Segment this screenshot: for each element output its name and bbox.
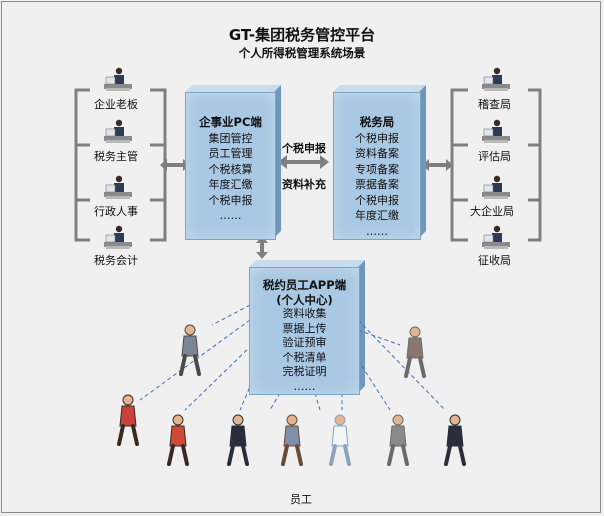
inspection-bureau-desk-icon bbox=[481, 67, 511, 92]
enterprise-pc-box: 企事业PC端 集团管控 员工管理 个税核算 年度汇缴 个税申报 …… bbox=[185, 92, 276, 240]
vertical-arrow bbox=[256, 236, 268, 259]
diagram-subtitle: 个人所得税管理系统场景 bbox=[238, 46, 366, 60]
app-item: 票据上传 bbox=[282, 321, 327, 335]
employee-app-box: 税约员工APP端 (个人中心) 资料收集 票据上传 验证预审 个税清单 完税证明… bbox=[249, 267, 360, 395]
pc-item: 个税申报 bbox=[208, 193, 253, 207]
role-label-hr: 行政人事 bbox=[94, 205, 138, 218]
app-item: 完税证明 bbox=[282, 365, 327, 378]
boss-desk-icon bbox=[103, 67, 133, 92]
arrow-label-declare: 个税申报 bbox=[282, 142, 326, 155]
tax-item: 票据备案 bbox=[355, 178, 399, 191]
tax-item: 专项备案 bbox=[355, 162, 399, 176]
right-arrow bbox=[422, 159, 453, 171]
pc-item: 年度汇缴 bbox=[208, 178, 253, 191]
pc-item: 员工管理 bbox=[208, 147, 253, 160]
arrow-label-supplement: 资料补充 bbox=[282, 178, 326, 191]
app-item: 验证预审 bbox=[282, 336, 327, 349]
role-label-collection-bureau: 征收局 bbox=[478, 254, 511, 267]
role-label-boss: 企业老板 bbox=[94, 98, 138, 111]
pc-item: 集团管控 bbox=[208, 131, 253, 145]
role-label-evaluation-bureau: 评估局 bbox=[478, 150, 511, 163]
pc-item: …… bbox=[219, 209, 242, 222]
collection-bureau-desk-icon bbox=[481, 225, 511, 250]
tax-manager-desk-icon bbox=[103, 119, 133, 144]
accountant-desk-icon bbox=[103, 225, 133, 250]
role-label-accountant: 税务会计 bbox=[94, 254, 138, 267]
left-arrow bbox=[160, 159, 190, 171]
role-label-inspection-bureau: 稽查局 bbox=[478, 98, 511, 111]
tax-item: 个税申报 bbox=[355, 131, 399, 145]
center-double-arrow bbox=[278, 155, 329, 169]
enterprise-pc-title: 企事业PC端 bbox=[199, 115, 262, 129]
tax-bureau-box: 税务局 个税申报 资料备案 专项备案 票据备案 个税申报 年度汇缴 …… bbox=[333, 92, 421, 240]
tax-item: …… bbox=[366, 224, 388, 238]
employee-connections bbox=[139, 304, 446, 411]
tax-item: 年度汇缴 bbox=[355, 209, 399, 222]
app-item: 资料收集 bbox=[282, 307, 327, 320]
app-item: 个税清单 bbox=[282, 350, 327, 364]
employee-app-subtitle: (个人中心) bbox=[276, 292, 333, 307]
role-label-large-enterprise-bureau: 大企业局 bbox=[470, 205, 514, 218]
tax-bureau-title: 税务局 bbox=[359, 115, 395, 129]
diagram-title: GT-集团税务管控平台 bbox=[228, 26, 376, 44]
hr-desk-icon bbox=[103, 175, 133, 200]
evaluation-bureau-desk-icon bbox=[481, 119, 511, 144]
employees-label: 员工 bbox=[290, 493, 312, 506]
tax-item: 个税申报 bbox=[355, 193, 399, 207]
tax-item: 资料备案 bbox=[355, 147, 399, 160]
employee-app-title: 税约员工APP端 bbox=[262, 278, 347, 292]
app-item: …… bbox=[293, 379, 316, 393]
large-enterprise-bureau-desk-icon bbox=[481, 175, 511, 200]
role-label-tax-manager: 税务主管 bbox=[94, 150, 138, 163]
pc-item: 个税核算 bbox=[208, 162, 253, 176]
